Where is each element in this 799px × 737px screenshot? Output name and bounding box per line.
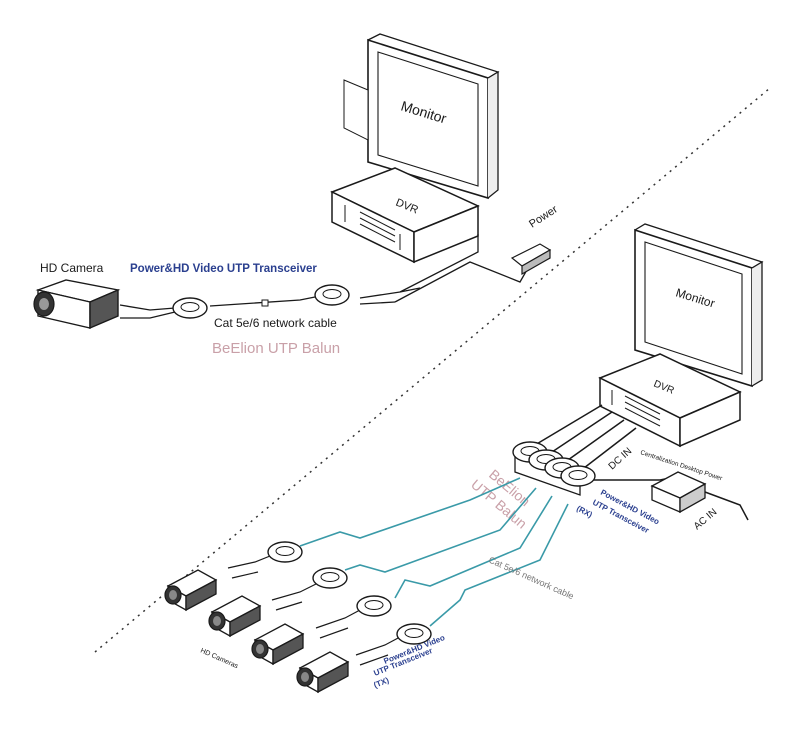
- top-brand-label: BeElion UTP Balun: [212, 340, 340, 357]
- top-monitor: Monitor: [343, 33, 500, 200]
- acin-label: AC IN: [692, 507, 720, 533]
- rx-transceiver-stack: [512, 441, 596, 496]
- tx-balun-3: [356, 595, 392, 617]
- top-transceiver-label: Power&HD Video UTP Transceiver: [130, 263, 317, 275]
- dcin-label: DC IN: [607, 446, 635, 472]
- top-power-label: Power: [527, 203, 560, 230]
- hd-camera-2: [208, 595, 261, 637]
- desktop-power-supply: [650, 471, 707, 514]
- tx-balun-1: [267, 541, 303, 563]
- rx-label-line3: (RX): [575, 504, 594, 520]
- bottom-diagram: Monitor DVR: [164, 223, 764, 693]
- top-power-adapter: [510, 243, 552, 276]
- top-diagram: Monitor DVR HD Camera Power&HD Video: [33, 33, 560, 357]
- top-camera-label: HD Camera: [40, 261, 104, 275]
- bottom-monitor: Monitor: [634, 223, 764, 388]
- bottom-cable-label: Cat 5e/6 network cable: [487, 555, 575, 602]
- top-balun-rx: [314, 284, 350, 306]
- top-cable-label: Cat 5e/6 network cable: [214, 316, 337, 330]
- bottom-dvr: DVR: [598, 353, 742, 448]
- top-hd-camera: [33, 279, 121, 330]
- hd-camera-4: [296, 651, 349, 693]
- top-balun-tx: [172, 297, 208, 319]
- cameras-label: HD Cameras: [199, 647, 239, 670]
- hd-camera-1: [164, 569, 217, 611]
- top-dvr: DVR: [330, 167, 480, 264]
- tx-balun-2: [312, 567, 348, 589]
- hd-camera-3: [251, 623, 304, 665]
